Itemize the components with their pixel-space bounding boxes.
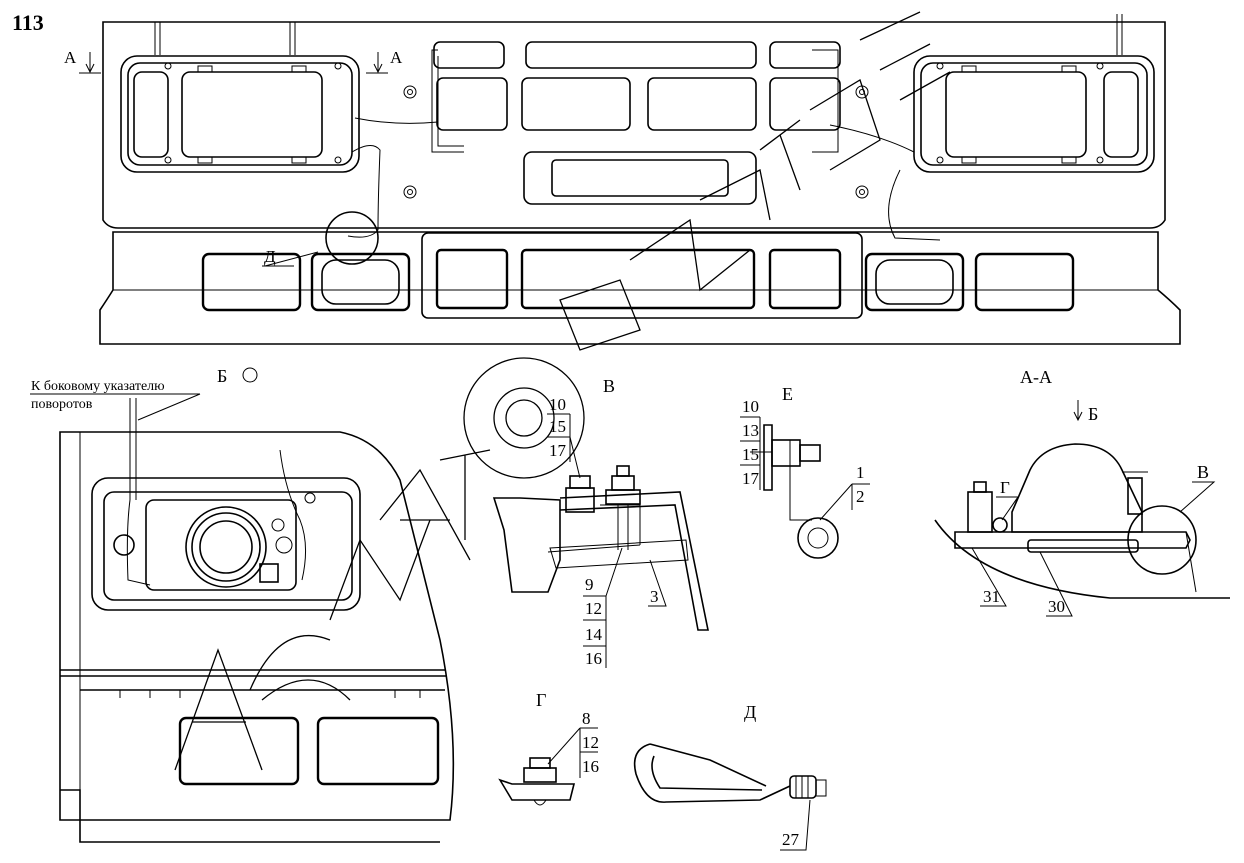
view-v-callout-15: 15 <box>549 417 566 436</box>
view-v-callout-10: 10 <box>549 395 566 414</box>
detail-d-label: Д <box>264 247 276 266</box>
view-v-callout-17: 17 <box>549 441 567 460</box>
watermark-logo <box>174 11 951 771</box>
view-v: В 10 15 17 9 12 14 16 3 <box>492 376 709 668</box>
section-aa-callout-v: В <box>1197 462 1209 482</box>
view-e-callout-17: 17 <box>742 469 760 488</box>
view-d-title: Д <box>744 702 756 722</box>
section-aa-title: А-А <box>1020 367 1052 387</box>
sheet-number: 113 <box>12 10 44 35</box>
view-v-callout-3: 3 <box>650 587 659 606</box>
main-rear-view: Д А А <box>64 14 1181 345</box>
section-aa-callout-g: Г <box>1000 478 1010 497</box>
view-g-callout-8: 8 <box>582 709 591 728</box>
view-g-callout-12: 12 <box>582 733 599 752</box>
section-a-right-label: А <box>390 48 403 67</box>
section-aa-callout-31: 31 <box>983 587 1000 606</box>
view-e-title: Е <box>782 384 793 404</box>
left-lamp-housing <box>120 55 360 173</box>
view-d-callout-27: 27 <box>782 830 800 849</box>
view-e-callout-15: 15 <box>742 445 759 464</box>
view-g: Г 8 12 16 <box>498 690 599 806</box>
view-g-title: Г <box>536 690 546 710</box>
section-aa-arrow-label: Б <box>1088 404 1098 424</box>
view-v-callout-9: 9 <box>585 575 594 594</box>
view-v-callout-12: 12 <box>585 599 602 618</box>
section-aa-callout-30: 30 <box>1048 597 1065 616</box>
view-d: Д 27 <box>633 702 827 851</box>
view-b-note-line1: К боковому указателю <box>31 379 165 394</box>
section-aa: А-А Б Г В 31 30 <box>934 367 1230 617</box>
view-b-title: Б <box>217 366 227 386</box>
view-g-callout-16: 16 <box>582 757 599 776</box>
view-e-callout-10: 10 <box>742 397 759 416</box>
section-a-left-label: А <box>64 48 77 67</box>
view-e-callout-13: 13 <box>742 421 759 440</box>
view-v-title: В <box>603 376 615 396</box>
view-b-note-line2: поворотов <box>31 397 93 412</box>
view-v-callout-14: 14 <box>585 625 603 644</box>
right-lamp-housing <box>913 55 1155 173</box>
view-e: Е 10 13 15 17 1 2 <box>740 384 870 559</box>
view-v-callout-16: 16 <box>585 649 602 668</box>
view-b: Б К боковому указателю поворотов <box>30 366 455 843</box>
view-e-callout-2: 2 <box>856 487 865 506</box>
view-e-callout-1: 1 <box>856 463 865 482</box>
